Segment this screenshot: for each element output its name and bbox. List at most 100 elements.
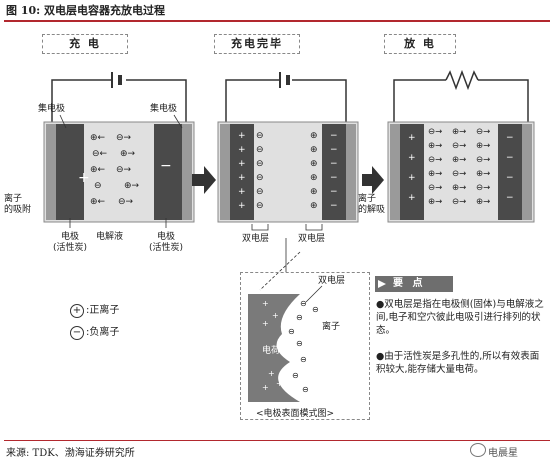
panel-discharging: ++++ −−−− ⊖→⊕→⊖→ ⊕→⊖→⊕→ ⊖→⊕→⊖→ ⊕→⊖→⊕→ ⊖→… xyxy=(387,69,535,223)
svg-text:⊕←: ⊕← xyxy=(90,165,106,175)
svg-text:+: + xyxy=(262,383,269,392)
svg-text:+: + xyxy=(408,173,416,183)
electrode-charges-charged: +++ +++ −−− −−− xyxy=(238,131,338,211)
svg-text:⊕→: ⊕→ xyxy=(120,149,136,159)
svg-text:⊕: ⊕ xyxy=(310,159,318,169)
svg-text:−: − xyxy=(330,159,338,169)
svg-text:⊕→: ⊕→ xyxy=(428,141,442,151)
svg-text:−: − xyxy=(330,131,338,141)
svg-text:⊖→: ⊖→ xyxy=(476,155,490,165)
svg-text:⊕→: ⊕→ xyxy=(428,197,442,207)
svg-text:⊖: ⊖ xyxy=(300,299,307,308)
svg-text:−: − xyxy=(160,158,172,174)
electrode-left-label: 电极 (活性炭) xyxy=(52,232,88,253)
arrow-icon xyxy=(192,166,216,194)
svg-text:−: − xyxy=(330,201,338,211)
circuit-wire-charging xyxy=(51,79,187,122)
stage-label-charged: 充电完毕 xyxy=(214,34,300,54)
resistor-icon xyxy=(445,69,479,91)
ions-charging: ⊕←⊖→ ⊖←⊕→ ⊕←⊖→ ⊖⊕→ ⊕←⊖→ xyxy=(90,133,140,207)
svg-text:+: + xyxy=(262,299,269,308)
svg-text:+: + xyxy=(262,319,269,328)
watermark-logo-icon xyxy=(470,443,486,457)
double-layer-label-2: 双电层 xyxy=(298,234,326,244)
svg-text:⊖: ⊖ xyxy=(292,371,299,380)
svg-text:⊖: ⊖ xyxy=(94,181,102,191)
svg-text:⊖: ⊖ xyxy=(256,187,264,197)
panel-charged: +++ +++ −−− −−− ⊖⊖⊖ ⊖⊖⊖ ⊕⊕⊕ ⊕⊕⊕ xyxy=(217,72,359,231)
collector-left xyxy=(46,124,56,220)
svg-text:⊖: ⊖ xyxy=(296,313,303,322)
svg-text:⊕: ⊕ xyxy=(310,187,318,197)
negative-ion-icon: − xyxy=(70,326,84,340)
svg-text:⊕→: ⊕→ xyxy=(124,181,140,191)
arrow-icon xyxy=(362,166,384,194)
svg-text:⊖: ⊖ xyxy=(288,327,295,336)
svg-text:+: + xyxy=(238,187,246,197)
svg-text:⊖: ⊖ xyxy=(300,355,307,364)
svg-text:⊖→: ⊖→ xyxy=(116,165,132,175)
electrolyte-label: 电解液 xyxy=(96,232,124,242)
svg-text:⊖: ⊖ xyxy=(256,201,264,211)
svg-text:+: + xyxy=(238,145,246,155)
svg-text:+: + xyxy=(268,369,275,378)
watermark-text: 电晨星 xyxy=(488,448,518,459)
stage-label-discharging: 放 电 xyxy=(384,34,456,54)
svg-text:−: − xyxy=(330,187,338,197)
svg-text:−: − xyxy=(330,173,338,183)
svg-text:⊕→: ⊕→ xyxy=(428,169,442,179)
svg-text:+: + xyxy=(408,133,416,143)
svg-text:⊖: ⊖ xyxy=(256,131,264,141)
svg-text:−: − xyxy=(506,153,514,163)
svg-text:+: + xyxy=(408,153,416,163)
positive-ion-icon: + xyxy=(70,304,84,318)
svg-text:⊕←: ⊕← xyxy=(90,133,106,143)
ion-detail-label: 离子 xyxy=(322,322,341,332)
double-layer-detail-label: 双电层 xyxy=(318,276,346,286)
svg-text:⊕: ⊕ xyxy=(310,201,318,211)
svg-text:⊖→: ⊖→ xyxy=(118,197,134,207)
surface-model-box xyxy=(240,272,370,420)
svg-text:⊖: ⊖ xyxy=(256,159,264,169)
source-note: 来源: TDK、渤海证券研究所 xyxy=(6,448,135,459)
legend-positive-label: :正离子 xyxy=(86,305,120,316)
legend-negative-label: :负离子 xyxy=(86,327,120,338)
stage-label-charging: 充 电 xyxy=(42,34,128,54)
ion-desorption-label: 离子 的解吸 xyxy=(358,194,386,215)
svg-text:⊖→: ⊖→ xyxy=(476,183,490,193)
svg-text:+: + xyxy=(276,379,283,388)
circuit-wire-charged xyxy=(225,79,347,122)
svg-text:+: + xyxy=(238,173,246,183)
svg-text:−: − xyxy=(330,145,338,155)
svg-text:−: − xyxy=(506,133,514,143)
triangle-icon xyxy=(378,280,386,288)
double-layer-label-1: 双电层 xyxy=(242,234,270,244)
svg-text:⊖→: ⊖→ xyxy=(428,183,442,193)
electrode-right xyxy=(154,124,182,220)
svg-text:+: + xyxy=(408,193,416,203)
svg-text:+: + xyxy=(238,131,246,141)
svg-text:⊖→: ⊖→ xyxy=(428,127,442,137)
svg-text:⊖: ⊖ xyxy=(256,145,264,155)
svg-text:⊕→: ⊕→ xyxy=(452,155,466,165)
svg-text:+: + xyxy=(78,170,90,186)
collector-right xyxy=(182,124,192,220)
key-points-heading: 要 点 xyxy=(375,276,453,292)
charge-detail-label: 电荷 xyxy=(262,346,281,356)
svg-text:⊕: ⊕ xyxy=(310,173,318,183)
top-rule xyxy=(4,20,550,22)
svg-text:⊕←: ⊕← xyxy=(90,197,106,207)
ions-charged: ⊖⊖⊖ ⊖⊖⊖ ⊕⊕⊕ ⊕⊕⊕ xyxy=(256,131,318,211)
surface-model-caption: <电极表面模式图> xyxy=(256,409,335,419)
svg-text:⊖→: ⊖→ xyxy=(116,133,132,143)
svg-text:⊖→: ⊖→ xyxy=(452,197,466,207)
svg-text:⊖→: ⊖→ xyxy=(452,141,466,151)
svg-text:+: + xyxy=(238,201,246,211)
panel-charging: + − ⊕←⊖→ ⊖←⊕→ ⊕←⊖→ ⊖⊕→ ⊕←⊖→ xyxy=(43,72,195,228)
circuit-wire-discharging xyxy=(393,79,529,122)
collector-left-label: 集电极 xyxy=(38,104,66,114)
bottom-rule xyxy=(4,440,550,441)
key-point-2: ●由于活性炭是多孔性的,所以有效表面积较大,能存储大量电荷。 xyxy=(376,351,540,375)
svg-text:⊕: ⊕ xyxy=(310,131,318,141)
